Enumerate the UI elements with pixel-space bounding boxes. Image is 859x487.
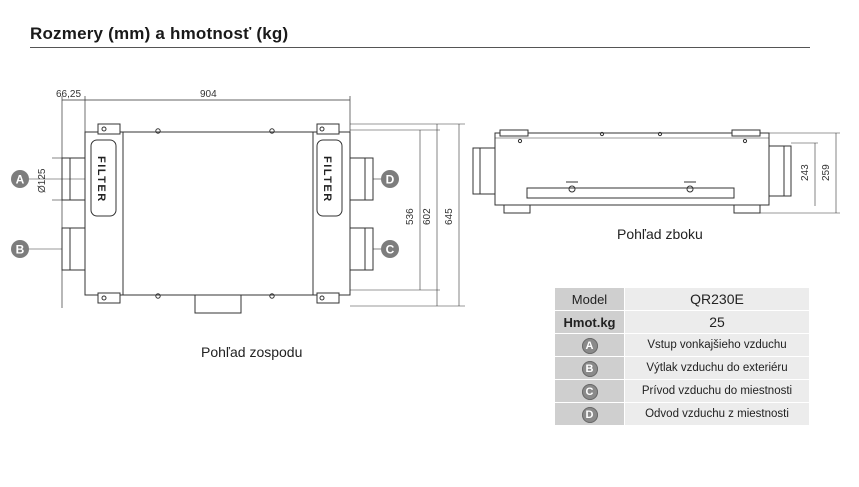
spec-key-b: B (554, 356, 625, 380)
title-rule (30, 47, 810, 48)
spec-key-model: Model (554, 287, 625, 311)
spec-value-model: QR230E (624, 287, 810, 311)
spec-row-c: C Prívod vzduchu do miestnosti (554, 379, 810, 403)
port-b-marker (11, 240, 29, 258)
dim-h2: 602 (422, 208, 433, 225)
dim-offset: 66,25 (56, 89, 81, 100)
dim-side-h2: 259 (821, 164, 832, 181)
port-c-badge: C (581, 383, 598, 400)
spec-value-b: Výtlak vzduchu do exteriéru (624, 356, 810, 380)
spec-row-b: B Výtlak vzduchu do exteriéru (554, 356, 810, 380)
spec-key-c: C (554, 379, 625, 403)
spec-row-a: A Vstup vonkajšieho vzduchu (554, 333, 810, 357)
dim-width: 904 (200, 89, 217, 100)
spec-key-a: A (554, 333, 625, 357)
port-b-badge: B (581, 360, 598, 377)
port-d-label: D (386, 173, 395, 187)
spec-key-weight: Hmot.kg (554, 310, 625, 334)
spec-value-a: Vstup vonkajšieho vzduchu (624, 333, 810, 357)
bottom-view-drawing (28, 96, 465, 314)
spec-value-weight: 25 (624, 310, 810, 334)
side-view-caption: Pohľad zboku (617, 226, 703, 242)
port-d-badge: D (581, 406, 598, 423)
filter-label-right: FILTER (321, 156, 333, 203)
side-view-drawing (472, 129, 840, 214)
dim-h3: 645 (444, 208, 455, 225)
port-a-badge: A (581, 337, 598, 354)
spec-value-d: Odvod vzduchu z miestnosti (624, 402, 810, 426)
page-title: Rozmery (mm) a hmotnosť (kg) (30, 24, 289, 43)
port-d-marker (381, 170, 399, 188)
port-b-label: B (16, 243, 25, 257)
filter-label-left: FILTER (95, 156, 107, 203)
bottom-view-caption: Pohľad zospodu (201, 344, 303, 360)
spec-key-d: D (554, 402, 625, 426)
port-a-label: A (16, 173, 25, 187)
dim-h1: 536 (405, 208, 416, 225)
port-c-label: C (386, 243, 395, 257)
dim-duct-diameter: Ø125 (37, 168, 48, 193)
spec-value-c: Prívod vzduchu do miestnosti (624, 379, 810, 403)
spec-row-d: D Odvod vzduchu z miestnosti (554, 402, 810, 426)
port-c-marker (381, 240, 399, 258)
spec-row-weight: Hmot.kg 25 (554, 310, 810, 334)
dim-side-h1: 243 (800, 164, 811, 181)
spec-row-model: Model QR230E (554, 287, 810, 311)
spec-table: Model QR230E Hmot.kg 25 A Vstup vonkajši… (554, 287, 810, 426)
port-a-marker (11, 170, 29, 188)
